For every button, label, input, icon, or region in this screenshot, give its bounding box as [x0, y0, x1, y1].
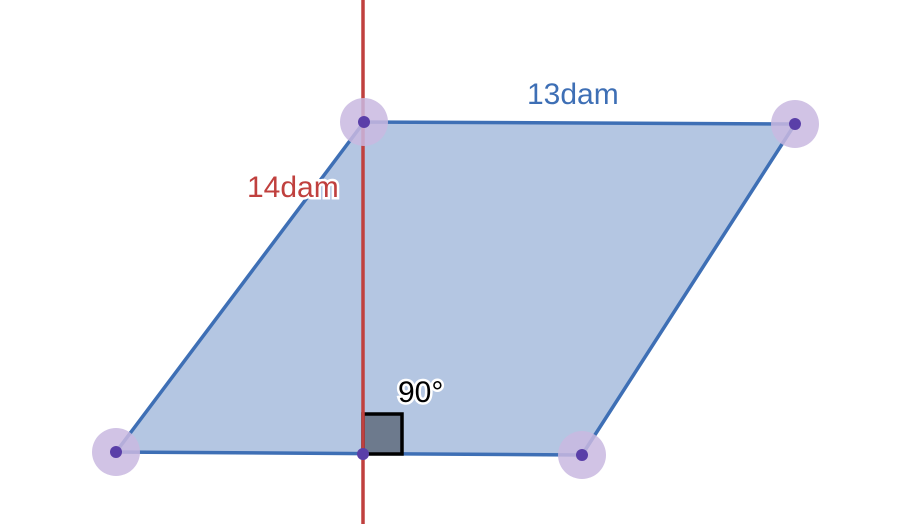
right-angle-marker: [361, 412, 404, 456]
vertex-bottom-right[interactable]: [576, 449, 588, 461]
vertex-bottom-left[interactable]: [110, 446, 122, 458]
height-foot-point[interactable]: [357, 448, 369, 460]
top-side-label: 13dam: [527, 78, 619, 111]
vertex-top-left[interactable]: [358, 116, 370, 128]
vertex-top-right[interactable]: [789, 118, 801, 130]
height-label: 14dam: [247, 171, 339, 204]
parallelogram: [114, 120, 797, 457]
angle-label: 90°: [398, 376, 443, 409]
